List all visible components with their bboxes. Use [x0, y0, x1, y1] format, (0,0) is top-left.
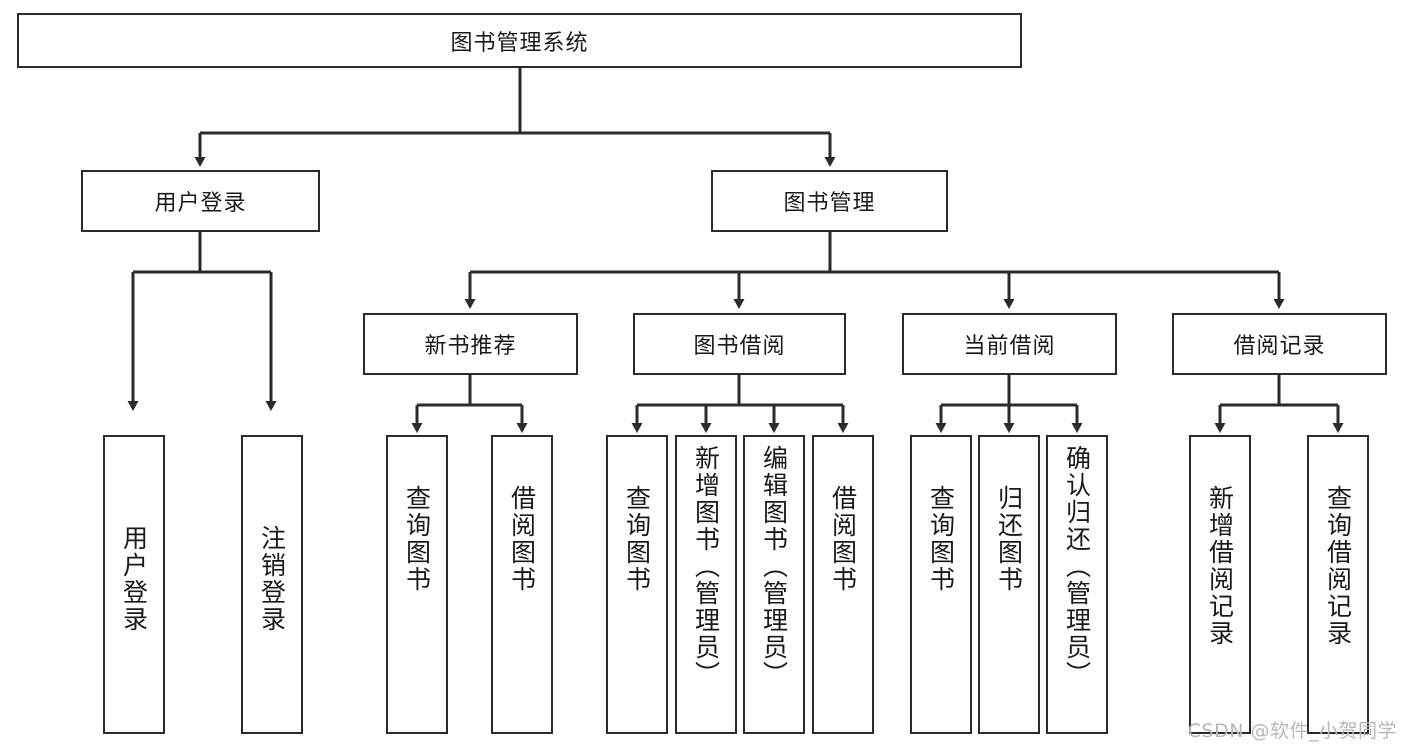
node-leaf-query-book-1[interactable]: 查询图书 — [386, 435, 448, 734]
node-leaf-borrow-book-1-label: 借阅图书 — [507, 485, 537, 593]
node-leaf-query-record[interactable]: 查询借阅记录 — [1307, 435, 1369, 734]
node-book-manage[interactable]: 图书管理 — [711, 170, 948, 232]
node-leaf-return-book-label: 归还图书 — [994, 485, 1024, 593]
node-leaf-query-record-label: 查询借阅记录 — [1323, 485, 1353, 647]
node-user-login-label: 用户登录 — [154, 191, 247, 216]
node-leaf-user-login[interactable]: 用户登录 — [103, 435, 165, 734]
node-leaf-edit-book-label: 编辑图书（管理员） — [759, 445, 789, 688]
node-book-borrow-label: 图书借阅 — [693, 334, 786, 359]
node-leaf-borrow-book-2-label: 借阅图书 — [828, 485, 858, 593]
node-leaf-query-book-3-label: 查询图书 — [926, 485, 956, 593]
node-borrow-record-label: 借阅记录 — [1233, 334, 1326, 359]
node-leaf-borrow-book-1[interactable]: 借阅图书 — [491, 435, 553, 734]
node-leaf-add-book[interactable]: 新增图书（管理员） — [675, 435, 737, 734]
watermark: CSDN @软件_小贺同学 — [1187, 720, 1397, 742]
node-new-book-rec-label: 新书推荐 — [424, 334, 517, 359]
node-leaf-add-book-label: 新增图书（管理员） — [691, 445, 721, 688]
node-book-manage-label: 图书管理 — [783, 191, 876, 216]
node-current-borrow[interactable]: 当前借阅 — [902, 313, 1117, 375]
node-leaf-add-record[interactable]: 新增借阅记录 — [1189, 435, 1251, 734]
node-root-label: 图书管理系统 — [450, 30, 589, 56]
node-leaf-logout[interactable]: 注销登录 — [241, 435, 303, 734]
node-leaf-confirm-return[interactable]: 确认归还（管理员） — [1046, 435, 1108, 734]
node-leaf-confirm-return-label: 确认归还（管理员） — [1062, 445, 1092, 688]
node-leaf-query-book-2[interactable]: 查询图书 — [606, 435, 668, 734]
node-book-borrow[interactable]: 图书借阅 — [633, 313, 846, 375]
node-leaf-add-record-label: 新增借阅记录 — [1205, 485, 1235, 647]
node-leaf-return-book[interactable]: 归还图书 — [978, 435, 1040, 734]
node-root[interactable]: 图书管理系统 — [17, 13, 1022, 68]
node-user-login[interactable]: 用户登录 — [81, 170, 320, 232]
node-current-borrow-label: 当前借阅 — [963, 334, 1056, 359]
node-leaf-user-login-label: 用户登录 — [119, 525, 149, 633]
node-leaf-query-book-1-label: 查询图书 — [402, 485, 432, 593]
node-leaf-edit-book[interactable]: 编辑图书（管理员） — [743, 435, 805, 734]
node-leaf-borrow-book-2[interactable]: 借阅图书 — [812, 435, 874, 734]
node-leaf-logout-label: 注销登录 — [257, 525, 287, 633]
node-borrow-record[interactable]: 借阅记录 — [1172, 313, 1387, 375]
node-leaf-query-book-3[interactable]: 查询图书 — [910, 435, 972, 734]
node-new-book-rec[interactable]: 新书推荐 — [363, 313, 578, 375]
node-leaf-query-book-2-label: 查询图书 — [622, 485, 652, 593]
